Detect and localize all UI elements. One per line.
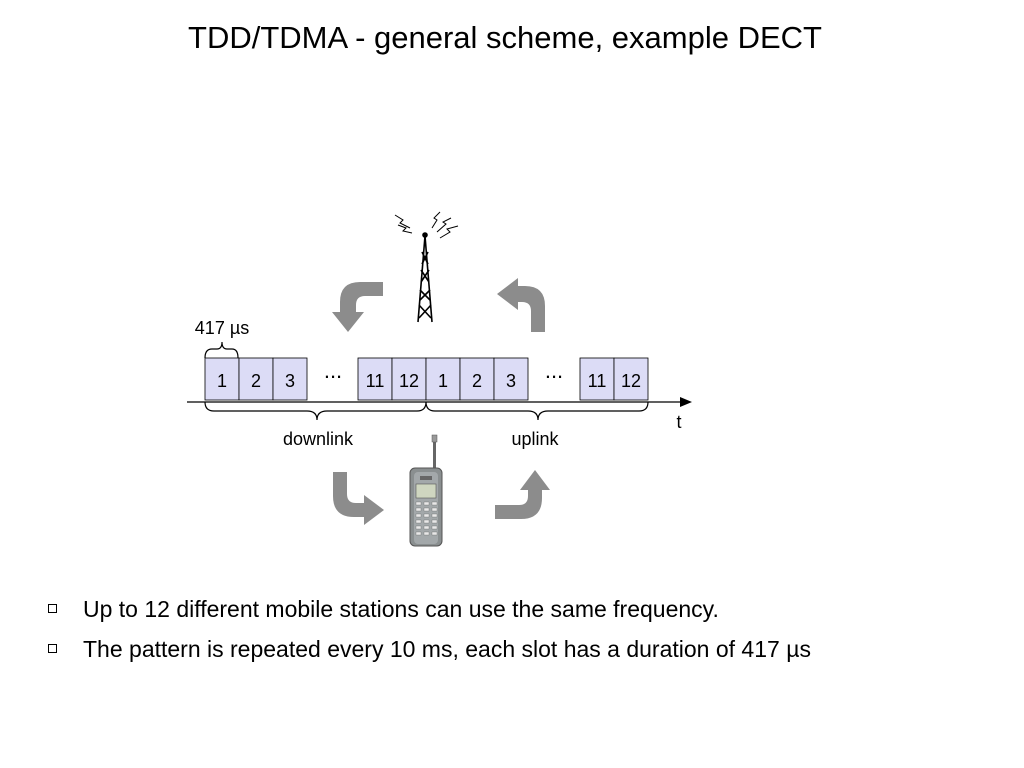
checkbox-bullet-icon <box>48 604 57 613</box>
downlink-label: downlink <box>283 429 354 449</box>
slot-ellipsis: ... <box>324 358 342 383</box>
bullet-item: The pattern is repeated every 10 ms, eac… <box>46 632 811 672</box>
page-title: TDD/TDMA - general scheme, example DECT <box>188 20 822 55</box>
slot-box: 2 <box>459 357 495 401</box>
slot-label: 11 <box>366 371 385 391</box>
uplink-slots: 1 2 3 ... 11 12 <box>425 357 649 401</box>
slot-box: 3 <box>272 357 308 401</box>
slot-box: 3 <box>493 357 529 401</box>
time-axis-label: t <box>676 412 681 432</box>
downlink-brace <box>204 401 427 421</box>
slot-label: 12 <box>399 371 419 391</box>
slot-box: 12 <box>613 357 649 401</box>
checkbox-bullet-icon <box>48 644 57 653</box>
bullet-list: Up to 12 different mobile stations can u… <box>46 592 811 672</box>
curved-arrow-icon <box>333 472 384 525</box>
time-axis-arrowhead <box>680 397 692 407</box>
mobile-phone-icon <box>409 434 443 547</box>
slot-label: 2 <box>472 371 482 391</box>
antenna-tower-icon <box>394 211 459 323</box>
slot-duration-label: 417 µs <box>195 318 249 338</box>
slot-label: 1 <box>438 371 448 391</box>
bullet-item: Up to 12 different mobile stations can u… <box>46 592 811 632</box>
slot-box: 12 <box>391 357 427 401</box>
slot-box: 1 <box>425 357 461 401</box>
slot-label: 2 <box>251 371 261 391</box>
bullet-text: The pattern is repeated every 10 ms, eac… <box>83 636 811 662</box>
slot-label: 12 <box>621 371 641 391</box>
slot-duration-brace <box>204 341 239 359</box>
slot-box: 11 <box>579 357 615 401</box>
downlink-slots: 1 2 3 ... 11 12 <box>204 357 427 401</box>
slot-label: 3 <box>506 371 516 391</box>
uplink-label: uplink <box>511 429 559 449</box>
slot-ellipsis: ... <box>545 358 563 383</box>
slot-box: 11 <box>357 357 393 401</box>
slot-box: 1 <box>204 357 240 401</box>
curved-arrow-icon <box>332 282 383 332</box>
curved-arrow-icon <box>497 278 545 332</box>
uplink-brace <box>425 401 649 421</box>
slot-label: 3 <box>285 371 295 391</box>
slot-box: 2 <box>238 357 274 401</box>
curved-arrow-icon <box>495 470 550 519</box>
slot-label: 11 <box>588 371 607 391</box>
slot-label: 1 <box>217 371 227 391</box>
bullet-text: Up to 12 different mobile stations can u… <box>83 596 719 622</box>
